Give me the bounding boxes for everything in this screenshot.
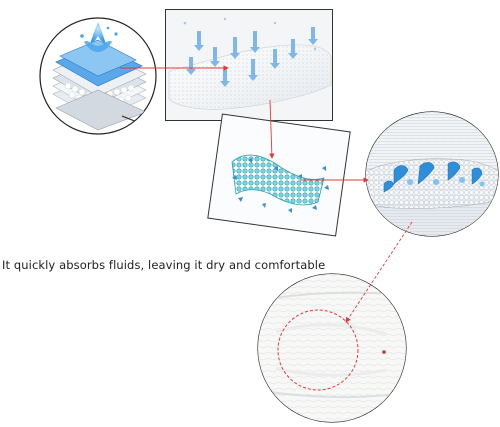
zoom-highlight-circle <box>277 309 359 391</box>
down-arrow-icon <box>186 27 318 87</box>
layered-pad-circle <box>39 17 157 135</box>
water-drop-icon <box>80 22 118 52</box>
caption-text: It quickly absorbs fluids, leaving it dr… <box>2 258 326 272</box>
cross-section-circle <box>365 111 499 237</box>
top-sheet-panel <box>165 9 333 121</box>
surface-texture-circle <box>257 273 407 423</box>
pad-layer-stack <box>52 39 147 131</box>
mesh-layer-illustration <box>231 154 329 213</box>
